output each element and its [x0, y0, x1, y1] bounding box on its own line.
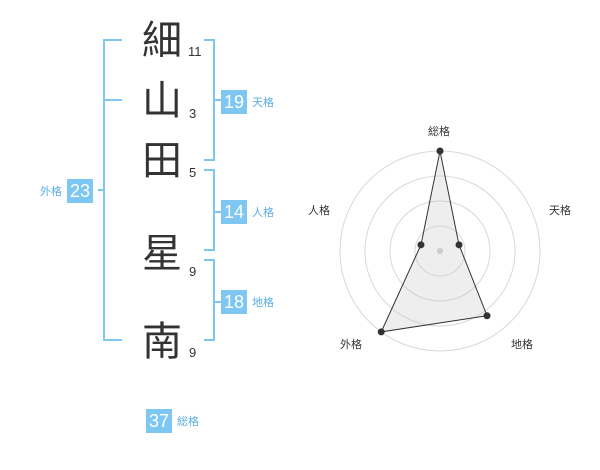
gaikaku-bracket: [103, 39, 122, 341]
tenkaku-bracket: [204, 39, 215, 161]
radar-center: [437, 248, 443, 254]
name-char-5: 南: [142, 319, 182, 365]
soukaku-badge: 37 総格: [146, 409, 199, 433]
name-char-3: 田: [142, 138, 182, 184]
jinkaku-value: 14: [221, 200, 248, 224]
radar-polygon: [380, 150, 488, 333]
tenkaku-badge: 19 天格: [221, 90, 274, 114]
radar-point-5: [417, 241, 425, 249]
gaikaku-label: 外格: [40, 185, 62, 198]
radar-point-3: [483, 312, 491, 320]
radar-label-tenkaku: 天格: [549, 204, 571, 217]
stroke-count-3: 5: [189, 165, 197, 180]
tenkaku-value: 19: [221, 90, 248, 114]
soukaku-label: 総格: [177, 415, 200, 428]
tenkaku-label: 天格: [252, 96, 275, 109]
radar-label-chikaku: 地格: [511, 338, 533, 351]
jinkaku-label: 人格: [252, 206, 275, 219]
radar-point-2: [455, 241, 463, 249]
gaikaku-value: 23: [67, 179, 94, 203]
stroke-count-4: 9: [189, 264, 197, 279]
stroke-count-5: 9: [189, 345, 197, 360]
radar-label-jinkaku: 人格: [308, 204, 330, 217]
chikaku-badge: 18 地格: [221, 290, 274, 314]
gaikaku-badge: 23 外格: [40, 179, 94, 203]
radar-ring: [414, 225, 466, 277]
soukaku-value: 37: [146, 409, 173, 433]
name-char-1: 細: [142, 18, 182, 64]
stroke-count-1: 11: [188, 44, 202, 59]
radar-point-4: [377, 328, 385, 336]
radar-label-gaikaku: 外格: [340, 338, 362, 351]
chikaku-label: 地格: [252, 296, 275, 309]
jinkaku-badge: 14 人格: [221, 200, 274, 224]
radar-chart: [339, 147, 541, 352]
stroke-count-2: 3: [189, 106, 197, 121]
radar-point-1: [436, 147, 444, 155]
name-char-2: 山: [142, 78, 182, 124]
chikaku-bracket: [204, 259, 215, 341]
chikaku-value: 18: [221, 290, 248, 314]
radar-ring: [364, 175, 516, 327]
radar-ring: [389, 200, 491, 302]
radar-label-soukaku: 総格: [428, 125, 450, 138]
jinkaku-bracket: [204, 169, 215, 251]
name-char-4: 星: [142, 231, 182, 277]
